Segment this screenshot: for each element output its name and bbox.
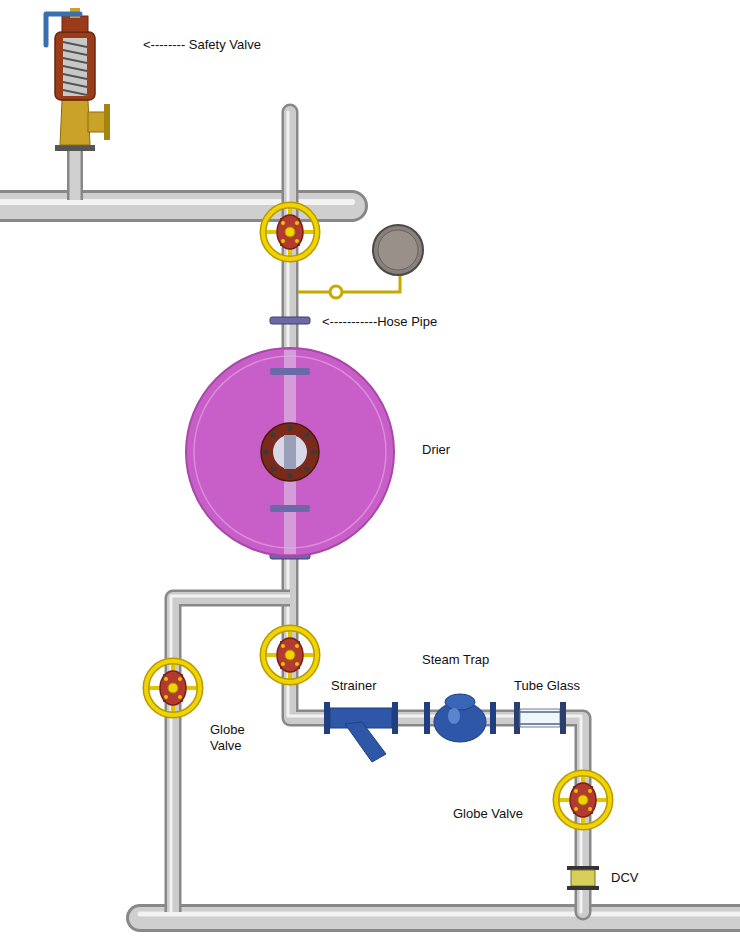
part-label: Tube Glass — [514, 678, 580, 694]
safety-valve — [46, 8, 110, 151]
part-label: Drier — [422, 442, 450, 458]
part-label: Globe Valve — [210, 722, 262, 754]
part-label: Strainer — [331, 678, 377, 694]
part-label: Globe Valve — [453, 806, 523, 822]
tube-glass — [514, 702, 566, 734]
part-label: DCV — [611, 870, 638, 886]
drier-vessel — [186, 348, 394, 556]
steam-trap — [424, 694, 496, 742]
check-valve — [567, 866, 599, 890]
strainer — [324, 702, 398, 762]
part-label: Steam Trap — [422, 652, 489, 668]
globe-valves — [146, 205, 610, 827]
part-label: <-------- Safety Valve — [143, 37, 261, 53]
part-label: <-----------Hose Pipe — [322, 314, 437, 330]
pipes — [0, 112, 740, 918]
